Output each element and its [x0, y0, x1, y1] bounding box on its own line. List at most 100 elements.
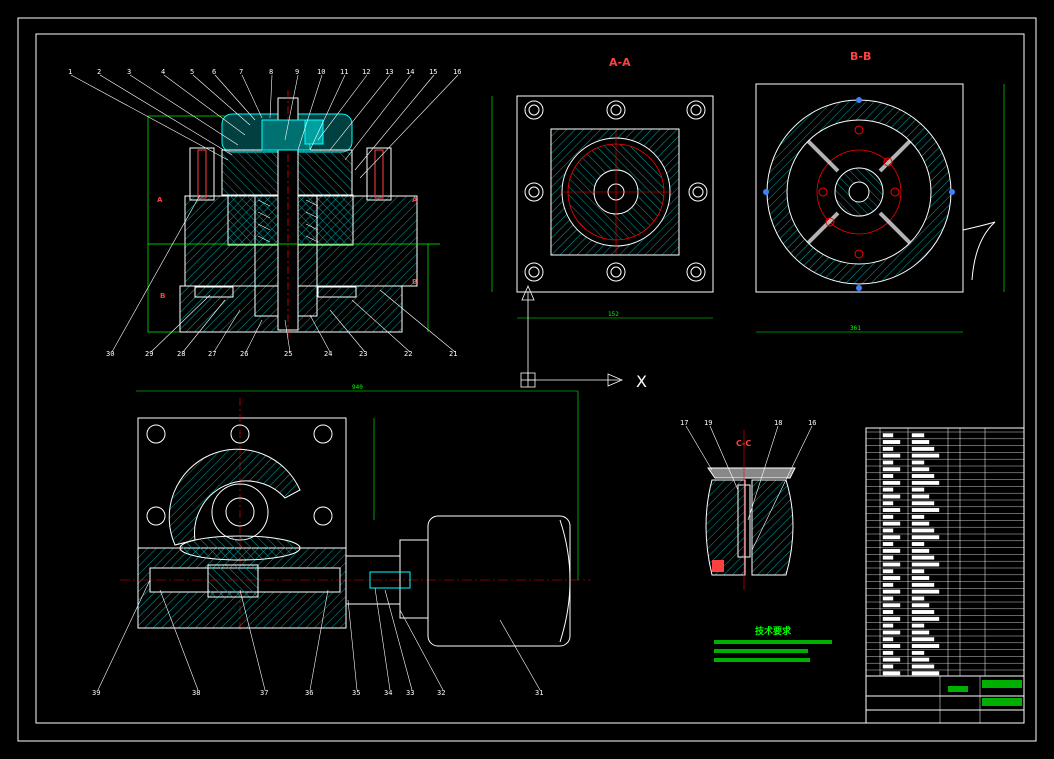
- bom-row-fill: [911, 576, 930, 580]
- inner-frame: [35, 33, 1025, 724]
- bom-row-fill: [911, 440, 930, 444]
- part-number: 1: [68, 68, 72, 76]
- bom-row-fill: [882, 494, 901, 499]
- bom-row-fill: [882, 569, 894, 574]
- bom-row-fill: [911, 480, 940, 485]
- bom-row-fill: [882, 562, 901, 567]
- bom-row-fill: [911, 521, 930, 526]
- part-number: 2: [97, 68, 101, 76]
- bom-row-fill: [911, 589, 940, 594]
- bom-row-fill: [911, 508, 940, 512]
- bom-row-fill: [911, 657, 930, 662]
- bom-row-fill: [882, 528, 894, 533]
- part-number: 28: [177, 350, 185, 358]
- part-number: 35: [352, 689, 360, 697]
- bom-row-fill: [911, 644, 940, 648]
- bom-row-fill: [911, 548, 930, 553]
- part-number: 6: [212, 68, 216, 76]
- bom-table: [865, 427, 1025, 724]
- bom-row-fill: [911, 671, 940, 676]
- section-mark-a-left: A: [157, 196, 163, 204]
- section-label-cc: C-C: [736, 439, 751, 448]
- bom-row-fill: [911, 474, 935, 478]
- bom-row-fill: [911, 467, 930, 472]
- part-number: 16: [808, 419, 816, 427]
- bom-row-fill: [911, 453, 940, 458]
- bom-row-fill: [911, 650, 925, 655]
- part-number: 24: [324, 350, 332, 358]
- bom-row-fill: [911, 630, 930, 635]
- technical-notes-title: 技术要求: [755, 625, 792, 637]
- part-number: 30: [106, 350, 114, 358]
- section-label-bb: B-B: [850, 50, 871, 63]
- bom-row-fill: [911, 610, 935, 614]
- outer-frame: [17, 17, 1037, 742]
- part-number: 37: [260, 689, 268, 697]
- part-number: 14: [406, 68, 414, 76]
- part-number: 36: [305, 689, 313, 697]
- bom-row-fill: [882, 542, 894, 546]
- bom-row-fill: [882, 630, 901, 635]
- part-number: 17: [680, 419, 688, 427]
- part-numbers-lower-bottom: 39 38 37 36 35 34 33 32 31: [92, 689, 543, 697]
- bom-row-fill: [882, 440, 901, 444]
- bom-row-fill: [911, 433, 925, 438]
- part-number: 16: [453, 68, 461, 76]
- view-aa: A-A 152: [491, 56, 714, 319]
- section-label-aa: A-A: [609, 56, 631, 69]
- part-number: 21: [449, 350, 457, 358]
- bom-row-fill: [911, 501, 935, 506]
- bom-row-fill: [882, 589, 901, 594]
- bom-row-fill: [882, 616, 901, 621]
- bom-row-fill: [882, 576, 901, 580]
- part-number: 27: [208, 350, 216, 358]
- bom-row-fill: [882, 487, 894, 492]
- bom-row-fill: [911, 637, 935, 642]
- bom-row-fill: [882, 460, 894, 465]
- part-number: 34: [384, 689, 392, 697]
- ucs-icon: [520, 284, 624, 388]
- bom-row-fill: [882, 637, 894, 642]
- bom-row-fill: [882, 521, 901, 526]
- part-number: 18: [774, 419, 782, 427]
- part-number: 7: [239, 68, 243, 76]
- leaders-top: [70, 74, 459, 179]
- bom-row-fill: [882, 555, 894, 560]
- part-number: 10: [317, 68, 325, 76]
- bom-row-fill: [882, 474, 894, 478]
- bom-row-fill: [882, 657, 901, 662]
- part-numbers-cc: 17 19 18 16: [680, 419, 816, 427]
- section-mark-b-right: B: [412, 278, 417, 286]
- part-numbers-top: 1 2 3 4 5 6 7 8 9 10 11 12 13 14 15 16: [68, 68, 461, 76]
- part-number: 11: [340, 68, 348, 76]
- part-number: 33: [406, 689, 414, 697]
- part-number: 26: [240, 350, 248, 358]
- section-mark-a-right: A: [412, 196, 418, 204]
- bom-row-fill: [882, 446, 894, 451]
- leaders-lower-bottom: [97, 579, 541, 691]
- bom-row-fill: [911, 494, 930, 499]
- part-number: 38: [192, 689, 200, 697]
- bom-row-fill: [911, 514, 925, 519]
- bom-row-fill: [882, 501, 894, 506]
- view-cc: C-C: [705, 430, 796, 590]
- bom-row-fill: [911, 562, 940, 567]
- main-section-view: [147, 90, 440, 340]
- bom-row-fill: [911, 616, 940, 621]
- bom-row-fill: [911, 460, 925, 465]
- bom-row-fill: [911, 542, 925, 546]
- bom-row-fill: [882, 582, 894, 587]
- dimension-aa-width: 152: [608, 311, 619, 318]
- view-bb: B-B 361: [755, 50, 1005, 333]
- bom-row-fill: [882, 644, 901, 648]
- part-number: 9: [295, 68, 299, 76]
- bom-row-fill: [911, 623, 925, 628]
- part-number: 4: [161, 68, 165, 76]
- part-number: 3: [127, 68, 131, 76]
- part-number: 19: [704, 419, 712, 427]
- bom-row-fill: [882, 535, 901, 540]
- bom-row-fill: [882, 664, 894, 669]
- part-number: 22: [404, 350, 412, 358]
- technical-notes: 技术要求: [714, 625, 832, 662]
